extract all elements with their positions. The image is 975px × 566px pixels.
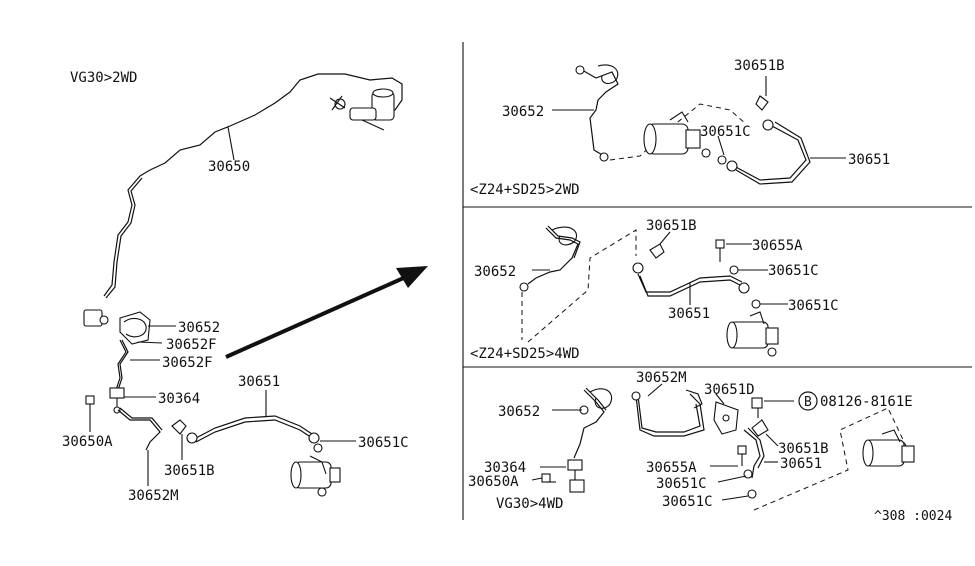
operating-cylinder-main (290, 455, 341, 497)
junction-30364-p3 (567, 459, 585, 493)
bracket-30652 (83, 309, 151, 345)
main-labels: VG30>2WD 30650 30652 30652F 30652F 30364… (62, 70, 409, 504)
junction-30364 (109, 387, 125, 414)
label-30652M: 30652M (128, 488, 179, 504)
panel-3-assembly (531, 383, 915, 511)
operating-cylinder-p1 (643, 111, 727, 165)
panel-dividers (462, 42, 972, 520)
label-30651C: 30651C (358, 435, 409, 451)
p2-label-30655A: 30655A (752, 238, 803, 254)
panel-1-assembly (552, 64, 846, 185)
p3-label-30655A: 30655A (646, 460, 697, 476)
p3-label-30651: 30651 (780, 456, 822, 472)
label-30652F-a: 30652F (166, 337, 217, 353)
label-30650: 30650 (208, 159, 250, 175)
p3-label-30651C-a: 30651C (656, 476, 707, 492)
p2-label-30651: 30651 (668, 306, 710, 322)
p3-label-30651B: 30651B (778, 441, 829, 457)
clutch-pipe-30650 (103, 73, 403, 297)
p2-label-30652: 30652 (474, 264, 516, 280)
direction-arrow (225, 266, 428, 359)
label-30651B: 30651B (164, 463, 215, 479)
panel-2-assembly (519, 225, 788, 357)
clutch-hose-30651-main (195, 415, 313, 439)
operating-cylinder-p2 (726, 311, 779, 357)
bolt-circle-marker (798, 391, 818, 411)
p1-variant-heading: <Z24+SD25>2WD (470, 182, 580, 198)
label-30650A: 30650A (62, 434, 113, 450)
label-30652: 30652 (178, 320, 220, 336)
p1-label-30651: 30651 (848, 152, 890, 168)
bolt-30650A (85, 395, 95, 420)
operating-cylinder-p3 (862, 429, 915, 467)
panel-2-labels: 30651B 30655A 30652 30651C 30651C 30651 … (470, 218, 839, 362)
p1-label-30651C: 30651C (700, 124, 751, 140)
p3-label-30652M: 30652M (636, 370, 687, 386)
p3-label-30364: 30364 (484, 460, 526, 476)
master-cylinder-top (329, 88, 395, 131)
p3-label-30650A: 30650A (468, 474, 519, 490)
diagram-code: ^308 :0024 (874, 509, 952, 524)
p3-label-30651D: 30651D (704, 382, 755, 398)
p2-label-30651B: 30651B (646, 218, 697, 234)
panel-3-labels: 30652M 30651D B 08126-8161E 30652 30651B… (468, 370, 913, 512)
main-assembly (83, 73, 403, 497)
p2-label-30651C-b: 30651C (788, 298, 839, 314)
label-30651: 30651 (238, 374, 280, 390)
panel-1-labels: 30651B 30652 30651C 30651 <Z24+SD25>2WD (470, 58, 890, 198)
p3-variant-heading: VG30>4WD (496, 496, 563, 512)
main-variant-heading: VG30>2WD (70, 70, 137, 86)
p3-label-30652: 30652 (498, 404, 540, 420)
p3-label-30651C-b: 30651C (662, 494, 713, 510)
p2-label-30651C-a: 30651C (768, 263, 819, 279)
bracket-30651D (713, 401, 739, 435)
p1-label-30651B: 30651B (734, 58, 785, 74)
label-30364: 30364 (158, 391, 200, 407)
p1-label-30652: 30652 (502, 104, 544, 120)
p3-bolt-mark: B (804, 395, 812, 410)
p2-variant-heading: <Z24+SD25>4WD (470, 346, 580, 362)
label-30652F-b: 30652F (162, 355, 213, 371)
p3-label-08126: 08126-8161E (820, 394, 913, 410)
